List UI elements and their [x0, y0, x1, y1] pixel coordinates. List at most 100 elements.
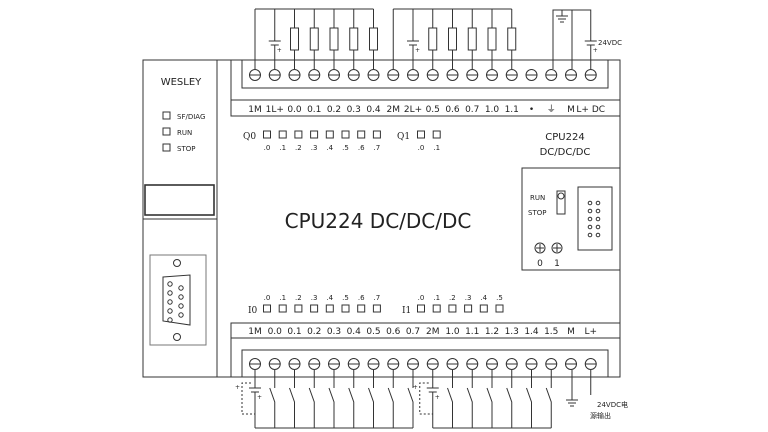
input-terminal-screw[interactable]: [565, 358, 577, 370]
io-led-bit: .1: [433, 144, 440, 152]
io-led-bit: .4: [480, 294, 487, 302]
pin-icon: [167, 281, 173, 287]
svg-text:+: +: [435, 394, 440, 401]
pin-icon: [595, 232, 601, 238]
memory-cartridge-slot[interactable]: [144, 184, 215, 216]
input-terminal-screw[interactable]: [367, 358, 380, 370]
output-terminal-label: M: [567, 105, 575, 115]
io-led-bit: .3: [311, 144, 318, 152]
output-load-circuit: +: [254, 8, 378, 69]
input-terminal-label: 0.4: [347, 327, 362, 337]
output-terminal-screw[interactable]: [367, 69, 380, 81]
input-terminal-screw[interactable]: [446, 358, 459, 370]
svg-text:+: +: [593, 47, 598, 54]
cpu-main-body: [216, 59, 621, 378]
output-terminal-label: 1.0: [485, 105, 500, 115]
led-group-label: I1: [402, 306, 411, 316]
run-stop-switch[interactable]: [556, 190, 566, 215]
output-terminal-screw[interactable]: [446, 69, 459, 81]
output-terminal-screw[interactable]: [347, 69, 360, 81]
pin-icon: [167, 290, 173, 296]
io-led: [278, 304, 287, 313]
input-terminal-screw[interactable]: [308, 358, 321, 370]
input-terminal-label: 1.0: [445, 327, 460, 337]
expansion-port[interactable]: [577, 186, 613, 251]
input-switch-icon: [506, 370, 513, 428]
io-led-bit: .3: [311, 294, 318, 302]
output-terminal-label: ⏚: [547, 104, 556, 115]
io-led: [372, 304, 381, 313]
input-terminal-screw[interactable]: [525, 358, 538, 370]
output-terminal-screw[interactable]: [486, 69, 498, 81]
input-terminal-screw[interactable]: [249, 358, 261, 370]
screw-icon: [173, 259, 181, 267]
output-terminal-screw[interactable]: [308, 69, 321, 81]
brand-label: WESLEY: [161, 77, 202, 88]
io-led: [357, 304, 366, 313]
input-terminal-screw[interactable]: [426, 358, 439, 370]
output-terminal-screw[interactable]: [525, 69, 538, 81]
input-terminal-screw[interactable]: [328, 358, 340, 370]
input-terminal-label: 0.1: [287, 327, 301, 337]
run-label: RUN: [530, 194, 545, 202]
output-terminal-screw[interactable]: [505, 69, 518, 81]
status-led-label: RUN: [177, 129, 192, 137]
input-terminal-screw[interactable]: [268, 358, 281, 370]
output-terminal-screw[interactable]: [328, 69, 340, 81]
input-terminal-screw[interactable]: [347, 358, 360, 370]
pot-label-0: 0: [537, 259, 543, 269]
input-terminal-label: L+: [584, 327, 597, 337]
pin-icon: [587, 208, 593, 214]
output-terminal-screw[interactable]: [584, 69, 597, 81]
input-terminal-label: 0.6: [386, 327, 401, 337]
load-resistor-icon: [349, 27, 359, 51]
potentiometer-0[interactable]: [534, 242, 546, 254]
io-led-bit: .1: [279, 294, 286, 302]
input-terminal-screw[interactable]: [584, 358, 597, 370]
potentiometer-1[interactable]: [551, 242, 563, 254]
output-terminal-screw[interactable]: [466, 69, 479, 81]
io-led: [294, 130, 303, 139]
load-resistor-icon: [487, 27, 497, 51]
input-switch-icon: [308, 370, 315, 428]
status-led: [162, 143, 171, 152]
svg-text:+: +: [413, 384, 418, 391]
output-terminal-screw[interactable]: [268, 69, 281, 81]
io-led-bit: .5: [496, 294, 503, 302]
output-terminal-block: [241, 59, 609, 89]
pin-icon: [167, 299, 173, 305]
output-terminal-screw[interactable]: [387, 69, 400, 81]
input-terminal-screw[interactable]: [466, 358, 479, 370]
db9-connector-icon: [162, 274, 191, 326]
input-terminal-screw[interactable]: [545, 358, 558, 370]
input-terminal-screw[interactable]: [505, 358, 518, 370]
output-terminal-screw[interactable]: [288, 69, 301, 81]
output-terminal-label: 0.0: [287, 105, 302, 115]
input-terminal-screw[interactable]: [387, 358, 400, 370]
output-terminal-screw[interactable]: [407, 69, 419, 81]
pin-icon: [178, 285, 184, 291]
output-terminal-screw[interactable]: [426, 69, 439, 81]
left-module: WESLEY: [142, 59, 218, 378]
io-led: [278, 130, 287, 139]
input-terminal-screw[interactable]: [288, 358, 301, 370]
db9-port[interactable]: [149, 254, 207, 346]
output-terminal-screw[interactable]: [545, 69, 558, 81]
input-switch-icon: [328, 370, 335, 428]
output-load-circuit: +: [392, 8, 517, 69]
io-led-bit: .4: [326, 294, 333, 302]
io-led: [357, 130, 366, 139]
input-terminal-screw[interactable]: [486, 358, 498, 370]
output-terminal-screw[interactable]: [249, 69, 261, 81]
input-terminal-screw[interactable]: [407, 358, 419, 370]
battery-icon: +: [407, 40, 420, 54]
model-title: CPU224 DC/DC/DC: [285, 209, 472, 233]
pin-icon: [587, 224, 593, 230]
input-terminal-label: 1.2: [485, 327, 499, 337]
load-resistor-icon: [507, 27, 517, 51]
output-terminal-screw[interactable]: [565, 69, 577, 81]
io-led: [325, 304, 334, 313]
output-terminal-label: 0.2: [327, 105, 341, 115]
pin-icon: [178, 294, 184, 300]
output-terminal-label: 0.1: [307, 105, 321, 115]
